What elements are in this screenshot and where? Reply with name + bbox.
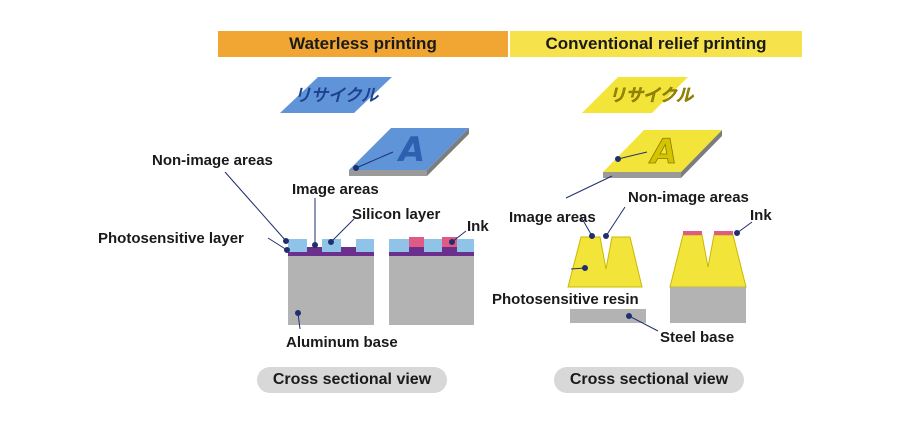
conventional-plate-letter: A <box>648 132 677 172</box>
waterless-plate-letter: A <box>396 130 425 170</box>
waterless-leaders <box>224 151 467 330</box>
waterless-plate-top <box>349 128 469 170</box>
waterless-plate-text: リサイクル <box>294 86 379 106</box>
cross-section-caption-right: Cross sectional view <box>554 367 744 393</box>
label-photosensitive-layer: Photosensitive layer <box>98 230 244 247</box>
label-aluminum-base: Aluminum base <box>286 334 398 351</box>
aluminum-base <box>288 256 374 325</box>
waterless-text-plate <box>280 77 392 113</box>
conventional-plate-text: リサイクル <box>609 86 694 106</box>
image-area-4 <box>442 247 457 252</box>
resin-block-1 <box>567 236 643 288</box>
label-ink-right: Ink <box>750 207 772 224</box>
label-silicon-layer: Silicon layer <box>352 206 441 223</box>
aluminum-base-2 <box>389 256 474 325</box>
conventional-ink-1 <box>683 231 702 235</box>
label-photosensitive-resin: Photosensitive resin <box>492 291 639 308</box>
steel-base-2 <box>670 287 746 323</box>
conventional-leaders <box>565 151 753 332</box>
label-non-image-areas-left: Non-image areas <box>152 152 273 169</box>
steel-base-1 <box>570 309 646 323</box>
conventional-plate-top <box>603 130 722 172</box>
silicon-layer-2 <box>389 239 474 252</box>
photosensitive-layer-2 <box>389 252 474 256</box>
waterless-plate-side <box>349 170 427 176</box>
photosensitive-layer <box>288 252 374 256</box>
waterless-header: Waterless printing <box>218 31 508 57</box>
label-image-areas-right: Image areas <box>509 209 596 226</box>
label-steel-base: Steel base <box>660 329 735 346</box>
image-area-3 <box>409 247 424 252</box>
image-area-1 <box>307 247 322 252</box>
resin-block-2 <box>669 234 747 288</box>
conventional-plate-side-right <box>681 130 722 178</box>
label-ink-left: Ink <box>467 218 489 235</box>
conventional-plate-side <box>603 172 681 178</box>
label-image-areas-left: Image areas <box>292 181 379 198</box>
conventional-text-plate <box>582 77 688 113</box>
conventional-ink-2 <box>714 231 733 235</box>
label-non-image-areas-right: Non-image areas <box>628 189 749 206</box>
waterless-plate-side-right <box>427 128 469 176</box>
cross-section-caption-left: Cross sectional view <box>257 367 447 393</box>
image-area-2 <box>341 247 356 252</box>
conventional-header: Conventional relief printing <box>510 31 802 57</box>
